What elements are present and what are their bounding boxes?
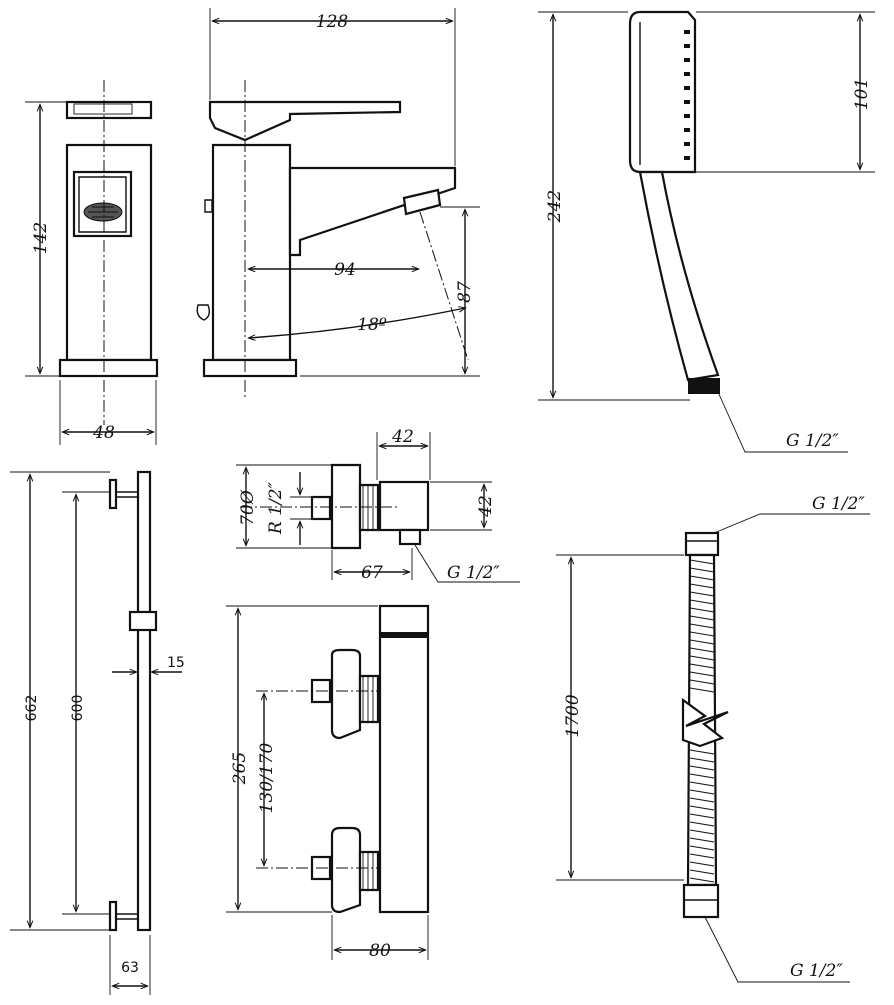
mixer-front-height-label: 265 xyxy=(230,752,250,785)
mixer-side-width-label: 42 xyxy=(391,427,414,447)
handshower-length-label: 242 xyxy=(545,190,565,223)
mixer-side-inlet-label: R 1/2″ xyxy=(266,481,286,535)
handshower-head-label: 101 xyxy=(852,78,872,110)
mixer-side-view xyxy=(236,432,520,583)
handshower-view xyxy=(538,10,875,453)
rail-total-label: 662 xyxy=(24,695,40,722)
mixer-side-outlet-label: G 1/2″ xyxy=(447,563,500,583)
handshower-thread-label: G 1/2″ xyxy=(786,431,839,451)
rail-depth-label: 15 xyxy=(167,655,185,671)
hose-break-icon xyxy=(681,697,729,748)
rail-center-label: 600 xyxy=(70,695,86,722)
mixer-front-width-label: 80 xyxy=(369,941,391,961)
faucet-front-view xyxy=(25,80,159,445)
side-length-label: 128 xyxy=(316,12,349,32)
mixer-side-diameter-label: 70Ø xyxy=(238,489,258,526)
spout-outlet xyxy=(402,188,442,216)
front-height-label: 142 xyxy=(31,222,51,254)
hose-top-thread-label: G 1/2″ xyxy=(812,494,865,514)
mixer-front-centers-label: 130/170 xyxy=(257,743,277,814)
mixer-side-height-label: 42 xyxy=(476,495,496,518)
front-base-width-label: 48 xyxy=(92,423,115,443)
mixer-side-offset-label: 67 xyxy=(361,563,383,583)
hose-bottom-thread-label: G 1/2″ xyxy=(790,961,843,981)
faucet-side-view xyxy=(196,8,480,400)
hose-view xyxy=(556,513,870,983)
side-angle-label: 18º xyxy=(357,315,387,335)
mixer-front-view xyxy=(226,604,430,960)
rail-projection-label: 63 xyxy=(121,960,139,976)
hose-length-label: 1700 xyxy=(563,694,583,737)
side-spout-height-label: 87 xyxy=(455,281,475,303)
side-reach-label: 94 xyxy=(334,260,356,280)
slide-rail-view xyxy=(10,470,182,995)
